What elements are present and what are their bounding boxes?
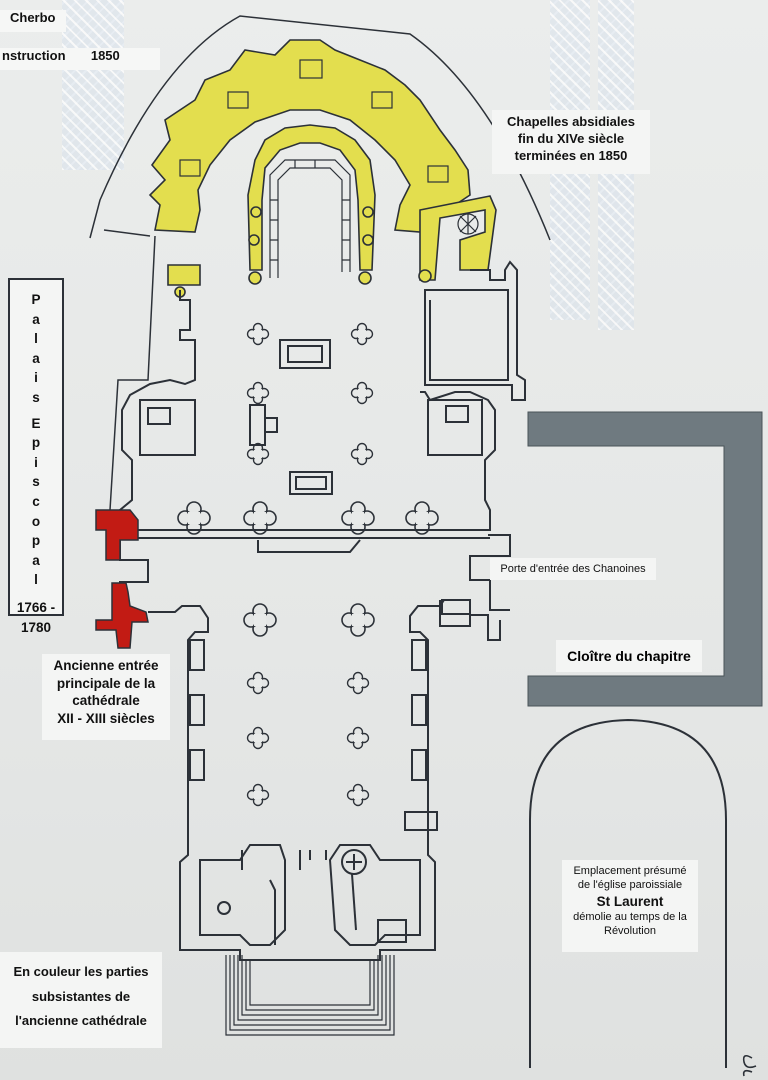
palais-letter: i — [34, 370, 38, 386]
cloister-bracket — [527, 411, 763, 707]
palais-letter: a — [32, 552, 40, 568]
palais-letter: s — [32, 474, 40, 490]
st-laurent-outline — [529, 718, 727, 1068]
palais-letter: i — [34, 454, 38, 470]
palais-letter: P — [31, 292, 41, 307]
chapel-details — [179, 59, 479, 278]
st-laurent-label: Emplacement présumé de l'église paroissi… — [562, 860, 698, 952]
palais-letter: s — [32, 389, 40, 405]
nave-piers — [246, 671, 370, 807]
palais-letter: l — [34, 331, 38, 347]
chapelles-line-1: Chapelles absidiales — [507, 114, 635, 129]
cloitre-chapitre-label: Cloître du chapitre — [556, 640, 702, 672]
legend-label: En couleur les parties subsistantes de l… — [0, 952, 162, 1048]
palais-episcopal-label: P a l a i s E p i s c o p a l 1766 - 178… — [8, 278, 64, 635]
st-laurent-line-4: Révolution — [604, 925, 656, 938]
porte-chanoines-label: Porte d'entrée des Chanoines — [490, 558, 656, 580]
st-laurent-name: St Laurent — [596, 893, 664, 909]
chapelles-line-3: terminées en 1850 — [514, 147, 628, 163]
apse-chapels-yellow — [148, 39, 497, 298]
entree-line-4: XII - XIII siècles — [57, 710, 155, 726]
title-fragment: Cherbo — [0, 10, 66, 32]
choir-transept-walls — [119, 260, 526, 611]
st-laurent-line-3: démolie au temps de la — [573, 911, 687, 924]
ancient-entrance-red — [95, 509, 149, 649]
transept-piers — [177, 501, 439, 637]
palais-letter: p — [31, 533, 41, 549]
palais-letter: l — [34, 572, 38, 588]
entree-line-2: principale de la — [56, 675, 156, 691]
palais-date-2: 1780 — [20, 619, 52, 635]
construction-fragment: nstruction 1850 — [0, 48, 160, 70]
legend-line-2: subsistantes de — [31, 988, 131, 1004]
ancienne-entree-label: Ancienne entrée principale de la cathédr… — [42, 654, 170, 740]
palais-letter: a — [32, 311, 40, 327]
nave-walls — [148, 599, 501, 961]
palais-letter: o — [31, 513, 41, 529]
palais-date-1: 1766 - — [16, 599, 56, 615]
palais-letter: c — [32, 493, 40, 509]
legend-line-1: En couleur les parties — [13, 964, 149, 979]
chapelles-line-2: fin du XIVe siècle — [517, 130, 625, 146]
signature-mark — [742, 1054, 757, 1077]
st-laurent-line-1: Emplacement présumé — [573, 865, 687, 877]
window-reflection — [62, 0, 124, 170]
choir-piers — [246, 322, 374, 466]
chapelles-absidiales-label: Chapelles absidiales fin du XIVe siècle … — [492, 110, 650, 174]
st-laurent-line-2: de l'église paroissiale — [577, 879, 683, 892]
porch-steps — [225, 955, 395, 1036]
palais-letter: a — [32, 350, 40, 366]
legend-line-3: l'ancienne cathédrale — [15, 1013, 147, 1029]
entree-line-1: Ancienne entrée — [53, 658, 159, 673]
palais-letter: p — [31, 435, 41, 451]
palais-letter: E — [31, 415, 41, 431]
entree-line-3: cathédrale — [72, 693, 140, 709]
